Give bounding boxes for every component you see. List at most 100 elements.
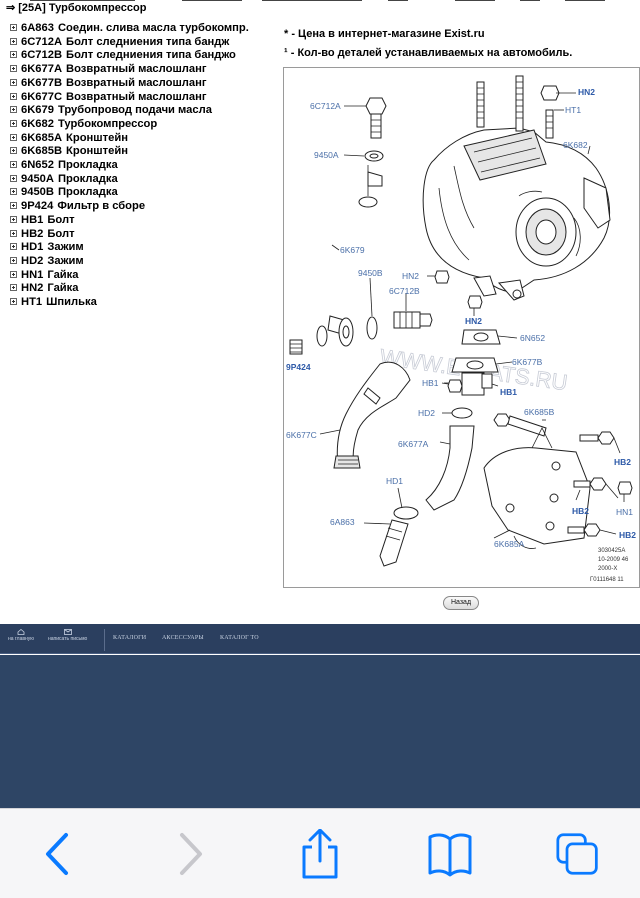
- expand-icon[interactable]: [10, 92, 17, 100]
- expand-icon[interactable]: [10, 174, 17, 182]
- label-hd1: HD1: [386, 476, 403, 486]
- write-letter-link[interactable]: написать письмо: [48, 629, 87, 642]
- label-6k677b: 6K677B: [512, 357, 543, 367]
- label-6k679: 6K679: [340, 245, 365, 255]
- label-hn2-mid: HN2: [402, 271, 419, 281]
- expand-icon[interactable]: [10, 133, 17, 141]
- stud-drawings: [476, 75, 591, 155]
- bookmarks-icon[interactable]: [428, 829, 472, 879]
- expand-icon[interactable]: [10, 256, 17, 264]
- label-hb2-right: HB2: [614, 457, 631, 467]
- share-icon[interactable]: [298, 829, 342, 879]
- home-link[interactable]: на главную: [8, 629, 34, 642]
- gasket-drawing: [444, 329, 518, 396]
- label-6n652: 6N652: [520, 333, 545, 343]
- label-9p424: 9P424: [286, 362, 311, 372]
- label-hb2-low: HB2: [619, 530, 636, 540]
- expand-icon[interactable]: [10, 202, 17, 210]
- label-hb1-left: HB1: [422, 378, 439, 388]
- label-hb1-right: HB1: [500, 387, 517, 397]
- label-6k677a: 6K677A: [398, 439, 429, 449]
- turbocharger-drawing: [422, 127, 611, 301]
- bracket-drawing: [483, 413, 591, 549]
- hb1-bolt-drawings: [441, 379, 463, 393]
- expand-icon[interactable]: [10, 106, 17, 114]
- expand-icon[interactable]: [10, 119, 17, 127]
- expand-icon[interactable]: [10, 65, 17, 73]
- catalogs-link[interactable]: КАТАЛОГИ: [113, 635, 147, 641]
- expand-icon[interactable]: [10, 243, 17, 251]
- page-title: ⇒ [25A] Турбокомпрессор: [6, 2, 147, 14]
- expand-icon[interactable]: [10, 270, 17, 278]
- tabs-icon[interactable]: [556, 829, 600, 879]
- expand-icon[interactable]: [10, 215, 17, 223]
- banjo-bolt-drawing: [343, 97, 387, 208]
- accessories-link[interactable]: АКСЕССУАРЫ: [162, 635, 204, 641]
- expand-icon[interactable]: [10, 161, 17, 169]
- write-letter-label: написать письмо: [48, 636, 88, 642]
- label-6c712b: 6C712B: [389, 286, 420, 296]
- footer-divider: [104, 629, 105, 651]
- expand-icon[interactable]: [10, 188, 17, 196]
- label-6a863: 6A863: [330, 517, 355, 527]
- hb2-bolt-drawings: [567, 431, 633, 537]
- back-icon[interactable]: [36, 829, 80, 879]
- label-6k682: 6K682: [563, 140, 588, 150]
- label-hn2-top: HN2: [578, 87, 595, 97]
- home-link-label: на главную: [8, 636, 35, 642]
- label-hn2-low: HN2: [465, 316, 482, 326]
- label-hn1: HN1: [616, 507, 633, 517]
- expand-icon[interactable]: [10, 147, 17, 155]
- expand-icon[interactable]: [10, 229, 17, 237]
- expand-icon[interactable]: [10, 78, 17, 86]
- expand-icon[interactable]: [10, 298, 17, 306]
- diagram-drawing: WWW.ELCATS.RU: [286, 75, 636, 583]
- expand-icon[interactable]: [10, 284, 17, 292]
- expand-icon[interactable]: [10, 24, 17, 31]
- filter-drawing: [289, 277, 433, 355]
- ref-figure: Г0111648 11: [590, 577, 624, 583]
- label-9450a: 9450A: [314, 150, 339, 160]
- ref-code: 3030425A: [598, 548, 625, 554]
- label-6k677c: 6K677C: [286, 430, 317, 440]
- expand-icon[interactable]: [10, 37, 17, 45]
- label-6c712a: 6C712A: [310, 101, 341, 111]
- site-footer-nav: на главную написать письмо КАТАЛОГИ АКСЕ…: [0, 624, 640, 654]
- site-footer: [0, 655, 640, 808]
- label-9450b: 9450B: [358, 268, 383, 278]
- expand-icon[interactable]: [10, 51, 17, 59]
- forward-icon: [180, 833, 202, 875]
- parts-diagram: WWW.ELCATS.RU: [283, 67, 640, 588]
- maintenance-catalog-link[interactable]: КАТАЛОГ ТО: [220, 635, 259, 641]
- label-hb2-mid: HB2: [572, 506, 589, 516]
- back-button[interactable]: Назад: [443, 596, 479, 610]
- ref-model: 2000-X: [598, 566, 617, 572]
- label-hd2: HD2: [418, 408, 435, 418]
- lower-hose-drawing: [319, 361, 411, 469]
- flange-nut-drawings: [427, 270, 483, 316]
- browser-toolbar: [0, 808, 640, 898]
- drain-connector-drawing: [363, 519, 409, 567]
